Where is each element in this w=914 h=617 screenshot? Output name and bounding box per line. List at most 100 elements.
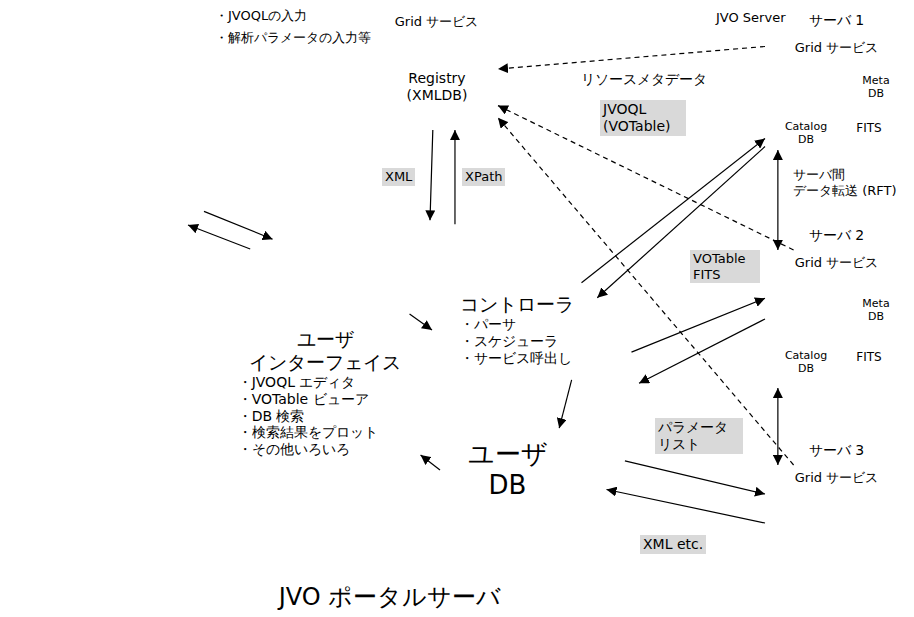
text-stack: コントローラ・パーサ・スケジューラ・サービス呼出し (460, 293, 574, 366)
list-item: ・サービス呼出し (460, 350, 574, 367)
text-anchor: XML (382, 168, 415, 186)
text-anchor: パラメータ リスト (655, 418, 743, 454)
grid-server: Meta DBCatalog DBFITSサーバ 1Grid サービス (765, 35, 908, 150)
circle-title: ユーザ DB (460, 439, 555, 501)
server-icon (778, 285, 815, 327)
note-text: ・解析パラメータの入力等 (215, 30, 371, 46)
connector (559, 380, 571, 428)
list-item: ・その他いろいろ (238, 441, 413, 458)
database-name: Registry (XMLDB) (399, 70, 475, 104)
connector (607, 490, 765, 524)
edge-label: XML etc. (640, 535, 706, 554)
file-name: FITS (856, 350, 881, 364)
client-computer: ・JVOQLの入力・解析パラメータの入力等 (8, 55, 208, 225)
text-anchor: Grid サービス (795, 255, 878, 271)
list-item: ・JVOQL エディタ (238, 374, 413, 391)
edge-label: パラメータ リスト (655, 418, 743, 454)
computer-illustration (22, 58, 206, 226)
connector (582, 139, 765, 283)
portal-title: JVO ポータルサーバ (279, 583, 502, 612)
text-stack: ユーザ インターフェイス・JVOQL エディタ・VOTable ビューア・DB … (238, 328, 413, 458)
connector (188, 225, 250, 249)
edge-label: リソースメタデータ (578, 70, 710, 89)
controller-shape (432, 265, 602, 395)
server-base (791, 579, 883, 601)
server-title: サーバ 1 (809, 12, 864, 29)
edge-label: JVOQL (VOTable) (600, 100, 686, 136)
text-anchor: Grid サービス (795, 40, 878, 56)
text-anchor: JVO Server (716, 10, 786, 26)
database-name: Catalog DB (779, 349, 833, 375)
service-title: Grid サービス (795, 470, 878, 486)
text-stack: FITS (856, 121, 881, 135)
connector (631, 298, 765, 352)
grid-server: Meta DBCatalog DBFITSサーバ 2Grid サービス (765, 250, 908, 388)
catalog-database: Catalog DB (771, 334, 841, 382)
service-title: Grid サービス (795, 40, 878, 56)
text-anchor: ・解析パラメータの入力等 (215, 30, 371, 46)
text-stack: FITS (856, 350, 881, 364)
text-stack: Meta DB (856, 74, 896, 100)
incoming-arrow (908, 341, 913, 349)
meta-database: Meta DB (851, 282, 901, 330)
text-anchor: リソースメタデータ (578, 70, 710, 89)
server-icon (778, 61, 815, 103)
connector (454, 130, 455, 224)
connector (421, 455, 440, 470)
service-title: Grid サービス (795, 255, 878, 271)
dashed-connector (498, 47, 765, 70)
text-anchor: XPath (462, 168, 505, 186)
meta-database: Meta DB (851, 59, 901, 107)
text-anchor: JVOQL (VOTable) (600, 100, 686, 136)
leader-line (758, 30, 784, 62)
registry-grid-service: Registry (XMLDB) Grid サービス (375, 8, 498, 130)
text-stack: Catalog DB (779, 120, 833, 146)
dashed-connector (498, 118, 794, 465)
connector (777, 388, 778, 465)
text-stack: Meta DB (856, 297, 896, 323)
list-item: ・DB 検索 (238, 408, 413, 425)
list-item: ・パーサ (460, 316, 574, 333)
fits-files: FITS (847, 103, 899, 145)
connector (777, 150, 778, 250)
edge-label: XPath (462, 168, 505, 186)
text-anchor: XML etc. (640, 535, 706, 554)
connector (597, 147, 765, 298)
callout-label: JVO Server (716, 10, 786, 26)
portal-server: ユーザ インターフェイス・JVOQL エディタ・VOTable ビューア・DB … (140, 218, 640, 580)
text-stack: ユーザ DB (460, 439, 555, 501)
service-title: Grid サービス (395, 14, 478, 30)
portal-server-shape (140, 218, 640, 580)
user-interface: ユーザ インターフェイス・JVOQL エディタ・VOTable ビューア・DB … (215, 270, 435, 517)
file-name: FITS (856, 121, 881, 135)
registry-database: Registry (XMLDB) (393, 46, 481, 120)
grid-server-shape (765, 250, 908, 388)
text-anchor: Grid サービス (395, 14, 478, 30)
incoming-arrow (910, 345, 914, 346)
connector (430, 130, 433, 220)
controller: コントローラ・パーサ・スケジューラ・サービス呼出し (432, 265, 602, 395)
text-anchor: Grid サービス (795, 470, 878, 486)
edge-label: サーバ間 データ転送 (RFT) (790, 166, 914, 199)
server-title: サーバ 3 (809, 442, 864, 459)
text-anchor: ・JVOQLの入力 (215, 8, 307, 24)
text-stack: Registry (XMLDB) (399, 70, 475, 104)
incoming-arrow (910, 130, 914, 131)
server-title: サーバ 2 (809, 227, 864, 244)
database-name: Meta DB (856, 297, 896, 323)
server-icon (800, 501, 872, 584)
list-item: ・検索結果をプロット (238, 424, 413, 441)
grid-server-shape (765, 465, 908, 610)
text-anchor: JVO ポータルサーバ (279, 583, 502, 612)
connector (410, 314, 432, 330)
catalog-database: Catalog DB (771, 105, 841, 153)
text-anchor: サーバ 1 (809, 12, 864, 29)
list-item: ・VOTable ビューア (238, 391, 413, 408)
user-database: ユーザ DB (440, 405, 575, 535)
fits-files: FITS (847, 332, 899, 374)
text-stack: Catalog DB (779, 349, 833, 375)
note-text: ・JVOQLの入力 (215, 8, 307, 24)
database-name: Meta DB (856, 74, 896, 100)
text-anchor: VOTable FITS (690, 250, 760, 283)
